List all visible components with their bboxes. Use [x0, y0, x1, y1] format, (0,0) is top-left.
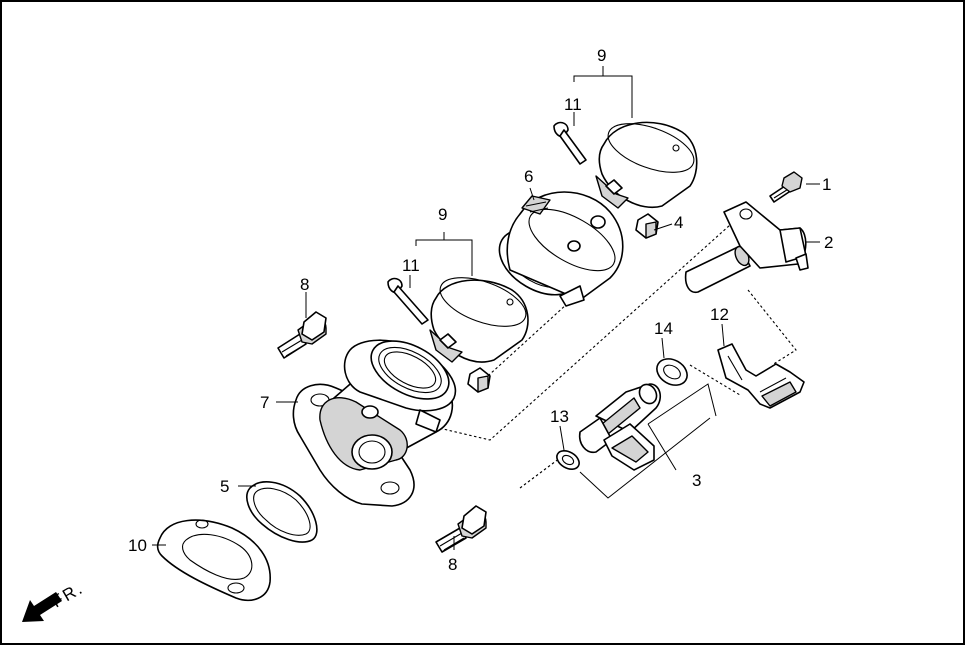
callout-2: 2: [824, 233, 833, 252]
part-13-o-ring: [556, 450, 580, 470]
part-1-bolt: [769, 171, 803, 203]
part-4-clamp-nut-lower: [467, 367, 491, 393]
front-direction-indicator: FR.: [22, 578, 87, 622]
callout-12: 12: [710, 305, 729, 324]
leader-lines: [152, 66, 820, 550]
part-7-intake-manifold: [292, 339, 457, 507]
part-5-seal-ring: [246, 481, 318, 543]
callout-3: 3: [692, 471, 701, 490]
part-4-clamp-nut-upper: [635, 213, 659, 239]
callout-1: 1: [822, 175, 831, 194]
part-11-clamp-screw-upper: [553, 121, 587, 165]
callout-8-lower: 8: [448, 555, 457, 574]
front-arrow-icon: [22, 592, 62, 622]
part-8-flange-bolt-lower: [435, 505, 487, 553]
part-14-o-ring: [656, 358, 688, 386]
front-direction-label: FR.: [49, 578, 87, 611]
part-12-injector-clip: [717, 343, 805, 409]
callout-11-upper: 11: [564, 95, 582, 114]
callout-9-lower: 9: [438, 205, 447, 224]
callout-7: 7: [260, 393, 269, 412]
callout-14: 14: [654, 319, 673, 338]
callout-6: 6: [524, 167, 533, 186]
callout-13: 13: [550, 407, 569, 426]
part-11-clamp-screw-lower: [387, 277, 429, 325]
part-10-insulator-gasket: [156, 519, 271, 602]
part-6-intake-joint: [498, 191, 624, 307]
part-9-hose-clamp-upper: [595, 121, 698, 209]
part-8-flange-bolt-upper: [277, 311, 327, 359]
callout-8-upper: 8: [300, 275, 309, 294]
callout-9-upper: 9: [597, 46, 606, 65]
callout-labels: 1 2 3 4 5 6 7 8 8 9 9 10 11 11 12 13 14: [128, 46, 833, 574]
part-2-fuel-joint: [684, 201, 809, 294]
callout-4: 4: [674, 213, 683, 232]
callout-10: 10: [128, 536, 147, 555]
callout-11-lower: 11: [402, 256, 420, 275]
callout-5: 5: [220, 477, 229, 496]
part-3-fuel-injector: [578, 383, 662, 471]
part-9-hose-clamp-lower: [429, 277, 529, 363]
